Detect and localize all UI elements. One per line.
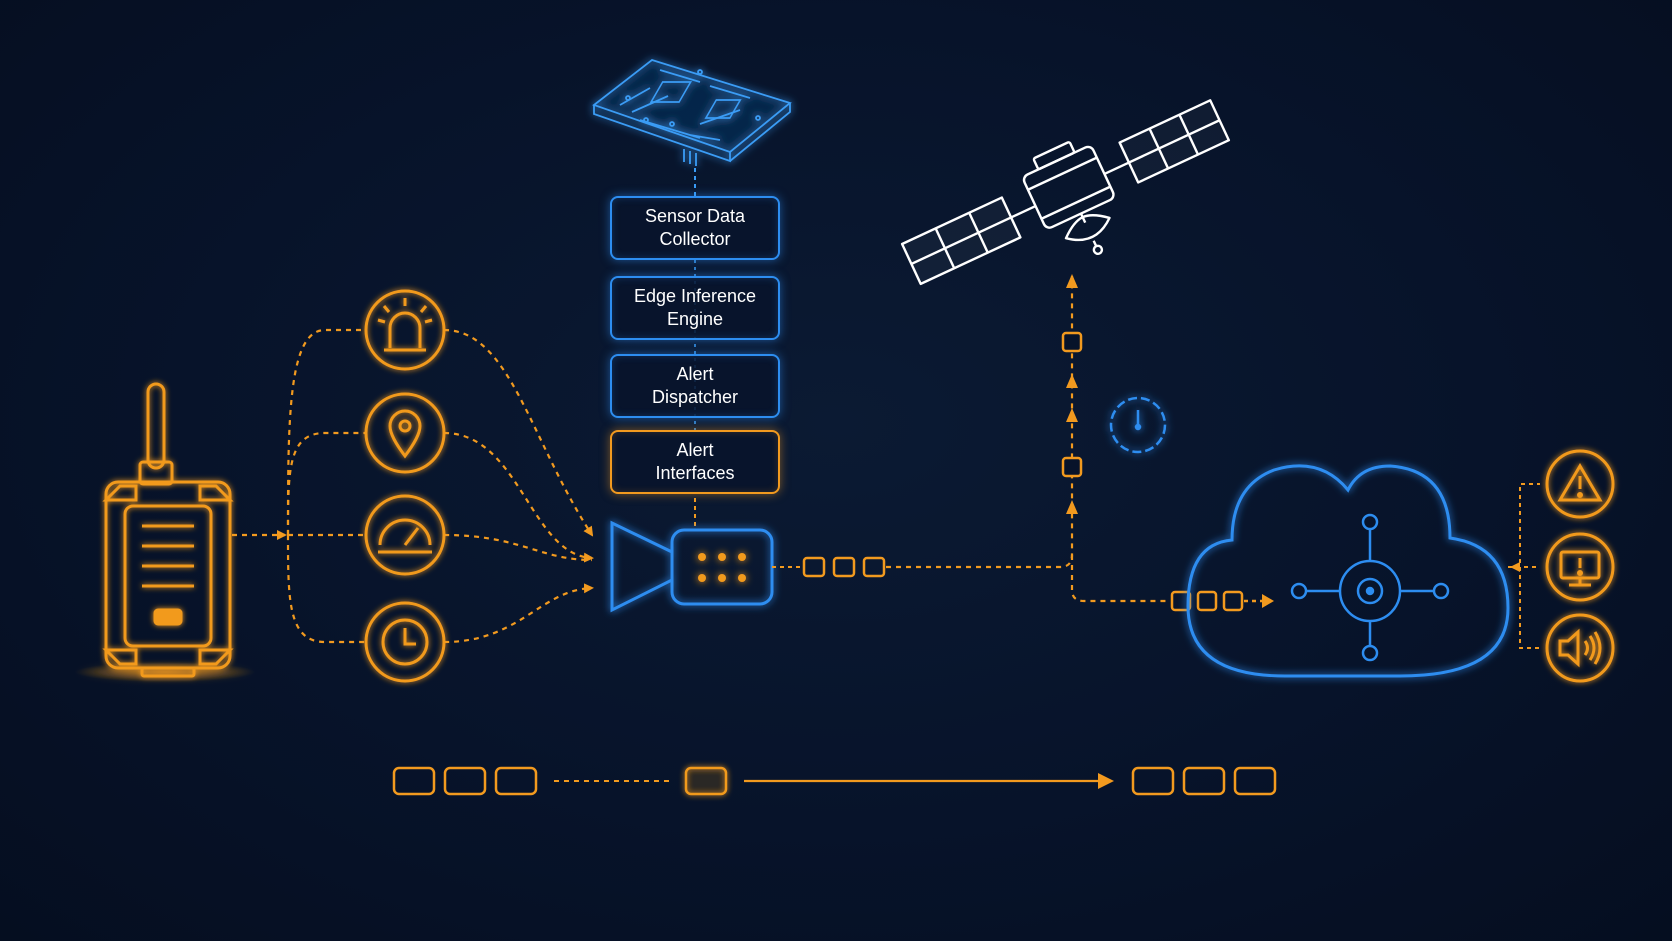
network-hub-icon (1290, 513, 1450, 662)
cloud-icon (1186, 464, 1510, 678)
cloud-link-path (1070, 555, 1168, 603)
camera-icon (610, 520, 774, 613)
alert-interfaces-box: Alert Interfaces (610, 430, 780, 494)
siren-icon (364, 289, 446, 371)
timeline-arrow-head (1098, 773, 1114, 789)
uplink-arrows (1066, 274, 1078, 514)
speedometer-icon (364, 494, 446, 576)
camera-output-packets (772, 556, 886, 578)
alert-dispatcher-box: Alert Dispatcher (610, 354, 780, 418)
location-pin-icon (364, 392, 446, 474)
edge-inference-engine-box: Edge Inference Engine (610, 276, 780, 340)
alert-connector-arrow (1510, 562, 1520, 572)
data-queue-timeline (392, 766, 1277, 796)
timer-icon (1109, 396, 1167, 454)
clock-icon (364, 601, 446, 683)
stack-label: Alert Interfaces (655, 440, 735, 483)
cloud-arrow-head (1262, 594, 1274, 608)
stack-label: Edge Inference Engine (633, 286, 757, 329)
monitor-alert-icon (1545, 532, 1615, 602)
cloud-packets (1170, 590, 1264, 612)
uplink-packets (1061, 331, 1083, 478)
circuit-board (592, 59, 792, 166)
warning-icon (1545, 449, 1615, 519)
handheld-device (75, 382, 255, 682)
sensor-data-collector-box: Sensor Data Collector (610, 196, 780, 260)
uplink-path (886, 276, 1074, 569)
alert-output-connectors (1508, 483, 1540, 649)
stack-label: Sensor Data Collector (644, 206, 746, 249)
satellite-icon (900, 99, 1231, 286)
speaker-icon (1545, 613, 1615, 683)
stack-label: Alert Dispatcher (651, 364, 739, 407)
sensor-camera-connectors (443, 328, 594, 644)
device-sensor-connectors (232, 328, 366, 644)
